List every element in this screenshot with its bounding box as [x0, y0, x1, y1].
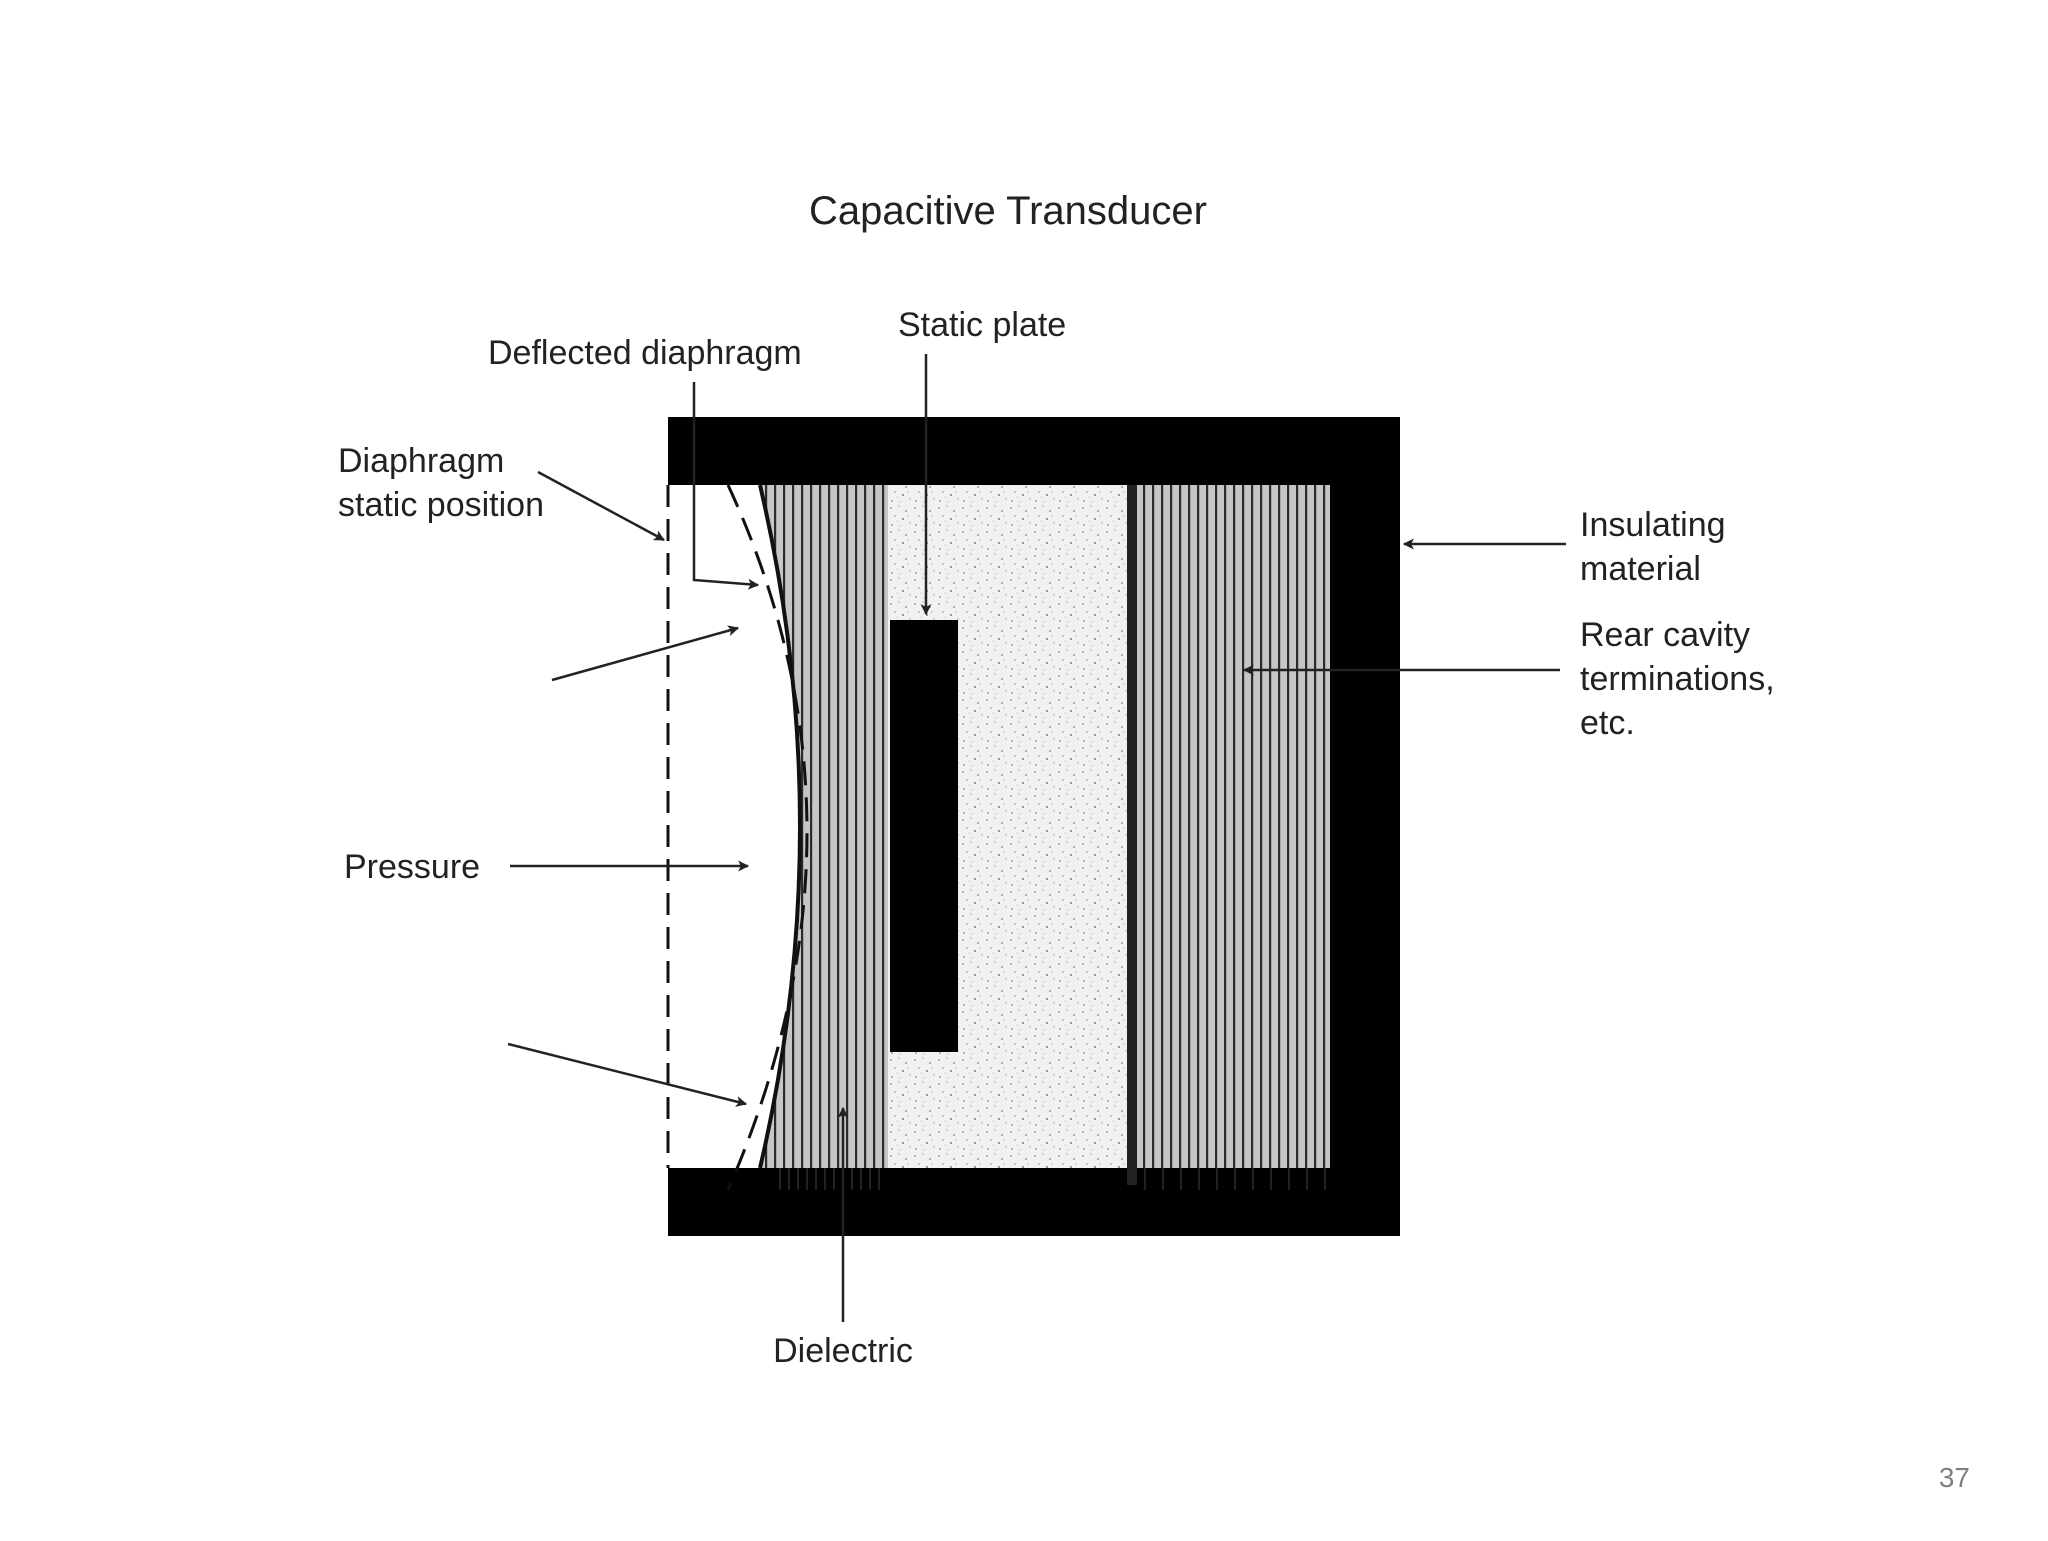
- arrow-deflected-diaphragm: [692, 382, 760, 590]
- label-diaphragm-static-line1: Diaphragm: [338, 442, 504, 480]
- label-pressure: Pressure: [344, 848, 480, 886]
- diaphragm-dashed-curve: [726, 484, 809, 1191]
- label-rear-cavity: Rear cavity terminations, etc.: [1580, 616, 1784, 742]
- diagram-title: Capacitive Transducer: [809, 189, 1207, 233]
- label-rear-cavity-line2: terminations,: [1580, 660, 1775, 698]
- arrow-diaphragm-static-position: [537, 470, 665, 542]
- rear-cavity-divider: [1127, 485, 1137, 1185]
- pressure-arrow-lower: [507, 1042, 748, 1107]
- page-number: 37: [1938, 1462, 1970, 1493]
- label-deflected-diaphragm: Deflected diaphragm: [488, 334, 802, 372]
- pressure-arrow-upper: [551, 625, 740, 682]
- bottom-fringe: [779, 1168, 1326, 1190]
- static-plate: [890, 620, 958, 1052]
- deflected-diaphragm-curve: [758, 484, 802, 1169]
- label-static-plate: Static plate: [898, 306, 1066, 344]
- label-diaphragm-static-line2: static position: [338, 486, 544, 524]
- label-rear-cavity-line1: Rear cavity: [1580, 616, 1750, 654]
- label-insulating-line1: Insulating: [1580, 506, 1726, 544]
- label-insulating-material: Insulating material: [1580, 506, 1735, 588]
- label-diaphragm-static-position: Diaphragm static position: [338, 442, 544, 524]
- label-dielectric: Dielectric: [773, 1332, 913, 1370]
- label-insulating-line2: material: [1580, 550, 1701, 588]
- rear-cavity: [1136, 485, 1330, 1168]
- label-rear-cavity-line3: etc.: [1580, 704, 1635, 742]
